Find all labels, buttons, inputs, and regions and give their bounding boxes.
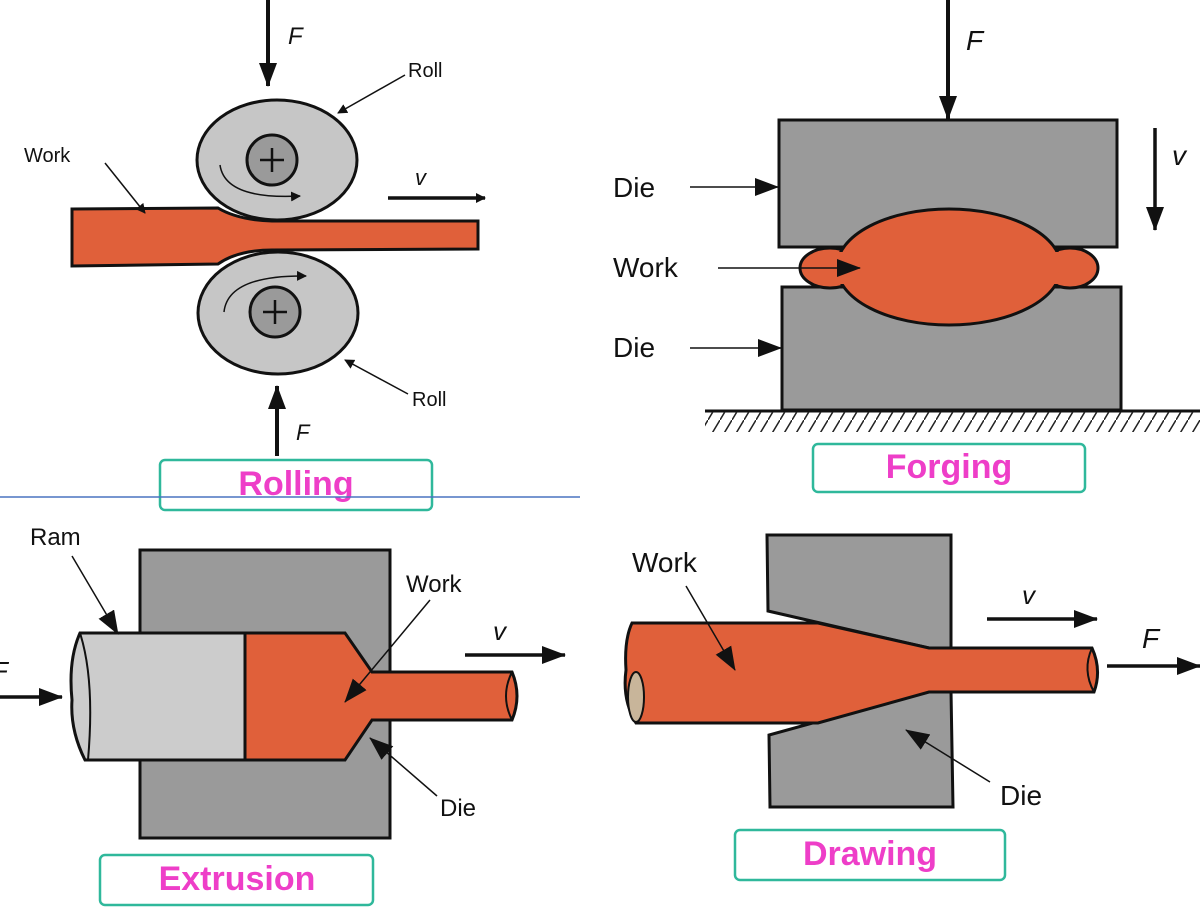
work-label: Work bbox=[24, 145, 71, 167]
drawing-panel: Work v F Die Drawing bbox=[623, 533, 1200, 882]
work-rod bbox=[623, 621, 1099, 725]
velocity-label: v bbox=[1172, 140, 1188, 171]
work-label: Work bbox=[632, 547, 698, 578]
ram-label: Ram bbox=[30, 524, 81, 551]
title-forging: Forging bbox=[886, 448, 1013, 486]
ground-hatch bbox=[705, 412, 1200, 432]
die-leader bbox=[369, 737, 438, 797]
ram-leader bbox=[71, 555, 119, 635]
title-box-forging bbox=[811, 442, 1087, 494]
velocity-label: v bbox=[493, 616, 508, 646]
velocity-label: v bbox=[415, 165, 428, 190]
plus-icon bbox=[263, 300, 287, 324]
die-label-bottom: Die bbox=[613, 332, 655, 363]
work-end bbox=[505, 671, 513, 721]
title-box-drawing bbox=[733, 828, 1007, 882]
work-end bbox=[1086, 647, 1095, 693]
ram-end bbox=[79, 632, 92, 761]
work-blob bbox=[798, 207, 1100, 327]
roll-label-bottom: Roll bbox=[412, 389, 446, 411]
force-label-bottom: F bbox=[296, 420, 311, 445]
title-extrusion: Extrusion bbox=[159, 860, 316, 898]
die-label-top: Die bbox=[613, 172, 655, 203]
force-label: F bbox=[0, 656, 10, 686]
work-strip bbox=[70, 206, 480, 268]
ram bbox=[69, 631, 247, 762]
rotation-arrow-icon bbox=[219, 164, 301, 202]
work-leader bbox=[685, 585, 736, 671]
work-end-cap bbox=[627, 671, 645, 723]
roll-label-top: Roll bbox=[408, 60, 442, 82]
work-billet bbox=[243, 631, 519, 762]
plus-icon bbox=[260, 148, 284, 172]
die-label: Die bbox=[440, 795, 476, 822]
title-drawing: Drawing bbox=[803, 835, 937, 873]
work-leader bbox=[344, 599, 431, 703]
roll-leader-top bbox=[337, 74, 406, 114]
force-label: F bbox=[1142, 623, 1161, 654]
velocity-label: v bbox=[1022, 580, 1037, 610]
work-leader bbox=[104, 162, 146, 214]
work-label: Work bbox=[613, 252, 679, 283]
work-label: Work bbox=[406, 571, 463, 598]
forging-panel: F v Die Work Die Forging bbox=[613, 0, 1200, 494]
roll-leader-bottom bbox=[344, 359, 409, 395]
rotation-arrow-icon bbox=[223, 270, 307, 313]
title-box-extrusion bbox=[98, 853, 375, 907]
force-label: F bbox=[966, 25, 985, 56]
extrusion-panel: Ram Work v F Die Extrusion bbox=[0, 524, 566, 907]
force-label-top: F bbox=[288, 23, 304, 50]
die-leader bbox=[905, 729, 991, 783]
rolling-panel: F Work Roll Roll v F Rolling bbox=[24, 0, 486, 512]
die-label: Die bbox=[1000, 780, 1042, 811]
